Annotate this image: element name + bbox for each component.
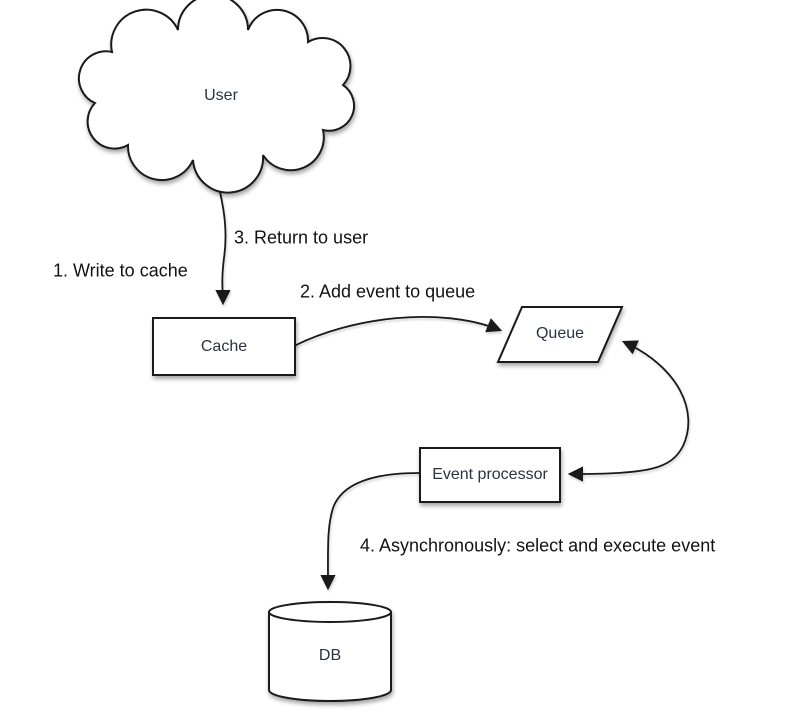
event-processor-node-label: Event processor <box>432 466 548 483</box>
event-processor-box <box>419 447 561 503</box>
edge-processor-db <box>320 472 420 591</box>
queue-parallelogram <box>496 306 624 363</box>
step-label-return-to-user: 3. Return to user <box>234 227 369 248</box>
db-node-label: DB <box>318 647 342 664</box>
step-label-write-to-cache: 1. Write to cache <box>53 260 188 281</box>
db-cylinder-body <box>268 612 392 703</box>
step-label-asynchronously-execute: 4. Asynchronously: select and execute ev… <box>360 535 716 556</box>
db-cylinder-top <box>268 601 392 623</box>
step-label-add-event-to-queue: 2. Add event to queue <box>300 281 476 302</box>
user-node-label: User <box>204 87 238 104</box>
user-cloud <box>77 0 356 194</box>
edge-cache-queue <box>293 316 503 347</box>
cache-node-label: Cache <box>200 338 248 355</box>
edge-queue-processor <box>567 340 690 482</box>
cache-box <box>152 317 296 376</box>
queue-node-label: Queue <box>535 325 585 342</box>
